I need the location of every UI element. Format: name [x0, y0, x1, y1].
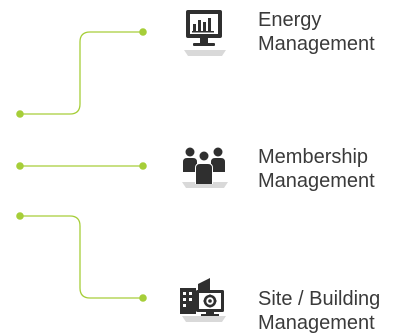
connector-dot-energy-start [16, 110, 24, 118]
building-monitor-gear-icon [176, 270, 228, 322]
people-group-icon [178, 138, 230, 190]
label-site-line2: Management [258, 312, 375, 334]
label-membership: Membership Management [258, 145, 375, 193]
connector-energy [20, 31, 143, 115]
connector-dot-energy-end [139, 28, 147, 36]
label-site-line1: Site / Building [258, 288, 381, 310]
connector-dot-membership-end [139, 162, 147, 170]
connector-dot-membership-start [16, 162, 24, 170]
label-membership-line2: Management [258, 170, 375, 192]
label-energy-line2: Management [258, 33, 375, 55]
connector-dot-site-end [139, 294, 147, 302]
label-site-building: Site / Building Management [258, 287, 380, 335]
monitor-chart-icon [178, 6, 230, 58]
connector-site [20, 215, 143, 299]
label-membership-line1: Membership [258, 146, 369, 168]
connector-dot-site-start [16, 212, 24, 220]
label-energy: Energy Management [258, 8, 375, 56]
label-energy-line1: Energy [258, 9, 322, 31]
